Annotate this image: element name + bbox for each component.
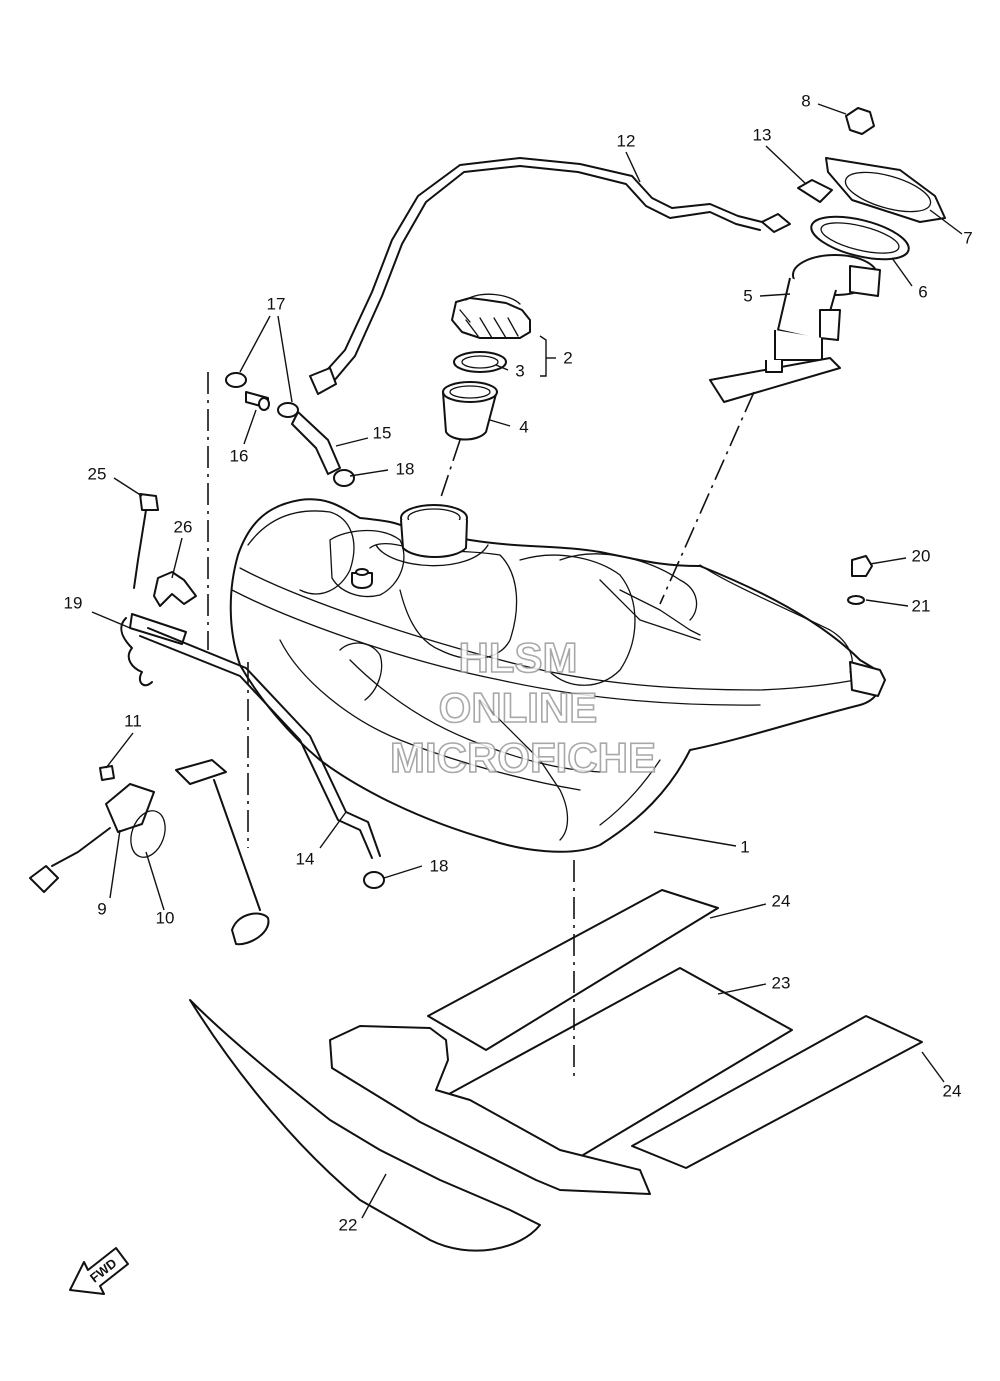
overflow-hose xyxy=(120,613,381,859)
callout-25: 25 xyxy=(88,464,107,483)
callout-16: 16 xyxy=(230,446,249,465)
callout-9: 9 xyxy=(97,899,106,918)
fuel-pump xyxy=(709,254,881,403)
holder-clip xyxy=(153,571,197,607)
washer xyxy=(847,595,865,605)
callout-26: 26 xyxy=(174,517,193,536)
fuel-tank xyxy=(229,498,886,853)
fwd-arrow: FWD xyxy=(69,1247,129,1295)
watermark: HLSM ONLINE MICROFICHE xyxy=(389,633,657,782)
fuel-cap xyxy=(451,293,531,339)
callout-6: 6 xyxy=(918,282,927,301)
joint-pipe xyxy=(245,391,270,411)
fuel-sender-unit xyxy=(29,759,270,946)
hose-connector xyxy=(761,179,833,233)
callout-14: 14 xyxy=(296,849,315,868)
leader-lines xyxy=(91,103,963,1219)
center-lines xyxy=(207,372,755,1082)
fuel-hose xyxy=(309,157,763,395)
bolt xyxy=(851,555,873,577)
callout-18-upper: 18 xyxy=(396,459,415,478)
callout-10: 10 xyxy=(156,908,175,927)
callout-2: 2 xyxy=(563,348,572,367)
callout-8: 8 xyxy=(801,91,810,110)
callout-20: 20 xyxy=(912,546,931,565)
callout-18-lower: 18 xyxy=(430,856,449,875)
watermark-line-3: MICROFICHE xyxy=(390,734,656,781)
callout-23: 23 xyxy=(772,973,791,992)
callout-17: 17 xyxy=(267,294,286,313)
watermark-line-1: HLSM xyxy=(459,634,578,681)
callout-22: 22 xyxy=(339,1215,358,1234)
callout-5: 5 xyxy=(743,286,752,305)
callout-3: 3 xyxy=(515,361,524,380)
heat-insulator xyxy=(189,999,651,1252)
nut xyxy=(845,107,875,135)
breather-hose xyxy=(291,411,341,475)
callout-15: 15 xyxy=(373,423,392,442)
pump-retainer-plate xyxy=(825,157,946,223)
callouts: 1 2 3 4 5 6 7 8 9 10 11 12 13 14 15 16 1… xyxy=(64,91,973,1234)
callout-4: 4 xyxy=(519,417,528,436)
callout-21: 21 xyxy=(912,596,931,615)
watermark-line-2: ONLINE xyxy=(439,684,598,731)
callout-13: 13 xyxy=(753,125,772,144)
callout-11: 11 xyxy=(124,711,142,730)
callout-24-lower: 24 xyxy=(943,1081,962,1100)
cap-gasket xyxy=(453,351,507,373)
hose-clamp xyxy=(333,469,385,889)
tank-pad-right xyxy=(631,1015,923,1169)
callout-1: 1 xyxy=(740,837,749,856)
callout-24-upper: 24 xyxy=(772,891,791,910)
callout-12: 12 xyxy=(617,131,636,150)
tank-pad-upper xyxy=(427,889,719,1051)
pump-gasket xyxy=(810,215,910,261)
hose-clip xyxy=(225,372,299,418)
callout-19: 19 xyxy=(64,593,83,612)
cable-tie xyxy=(133,493,159,589)
callout-7: 7 xyxy=(963,228,972,247)
filler-collar xyxy=(442,381,498,441)
